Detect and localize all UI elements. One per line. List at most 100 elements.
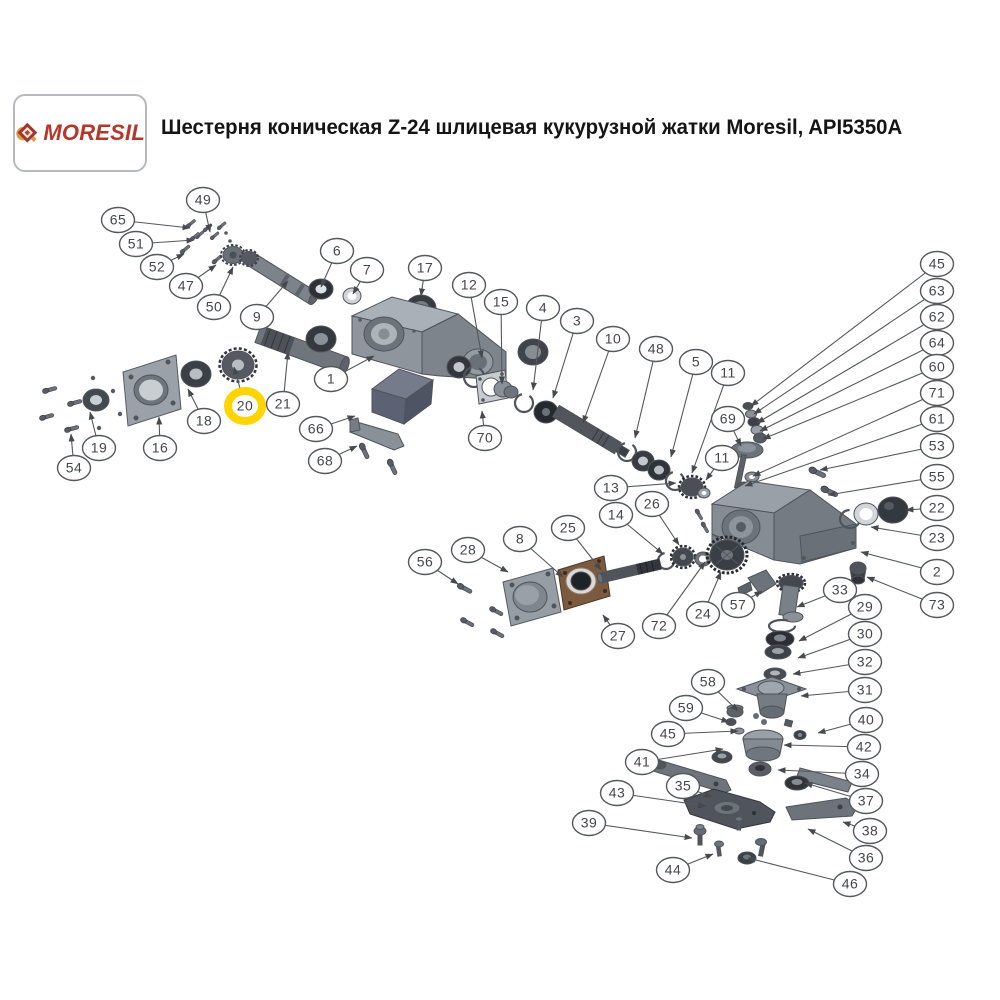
callout-22: 22: [919, 494, 955, 522]
svg-text:54: 54: [66, 460, 83, 476]
cup-hub-42: [742, 729, 784, 762]
callout-56: 56: [407, 548, 443, 576]
seal-11: [647, 459, 671, 481]
svg-text:35: 35: [675, 778, 692, 794]
callout-48-leader: [633, 348, 657, 439]
callout-9: 9: [239, 303, 275, 331]
svg-text:68: 68: [317, 453, 334, 469]
svg-text:21: 21: [275, 396, 292, 412]
svg-text:43: 43: [609, 785, 626, 801]
callout-54: 54: [56, 454, 92, 482]
svg-text:27: 27: [610, 628, 627, 644]
callout-69: 69: [710, 405, 746, 433]
nut-40: [783, 718, 807, 740]
callout-24: 24: [685, 600, 721, 628]
callout-4: 4: [525, 294, 561, 322]
bevel-gear-26: [669, 544, 697, 570]
svg-text:28: 28: [460, 542, 477, 558]
callout-55-leader: [827, 476, 938, 497]
svg-text:69: 69: [720, 411, 737, 427]
input-shaft-8: [596, 558, 663, 584]
svg-text:18: 18: [196, 413, 213, 429]
svg-text:38: 38: [862, 823, 879, 839]
callout-71: 71: [919, 379, 955, 407]
svg-text:3: 3: [573, 313, 581, 329]
svg-text:66: 66: [308, 421, 325, 437]
flange-bolts-left: [38, 375, 123, 434]
seal-ring-housing-left: [305, 325, 337, 353]
svg-text:49: 49: [195, 192, 212, 208]
callout-66: 66: [298, 415, 334, 443]
callout-46-leader: [747, 856, 851, 885]
callout-42: 42: [846, 733, 882, 761]
brand-name: MORESIL: [43, 120, 145, 145]
callout-11: 11: [710, 359, 746, 387]
callout-68: 68: [307, 447, 343, 475]
svg-text:61: 61: [929, 411, 946, 427]
callout-43: 43: [599, 779, 635, 807]
svg-text:51: 51: [128, 236, 145, 252]
callout-51: 51: [118, 230, 154, 258]
page-title: Шестерня коническая Z-24 шлицевая кукуру…: [161, 116, 903, 139]
svg-text:26: 26: [644, 496, 661, 512]
svg-text:47: 47: [178, 278, 195, 294]
svg-text:42: 42: [856, 739, 873, 755]
bracket-57: [737, 569, 777, 597]
hub-15: [493, 380, 519, 399]
callout-14: 14: [598, 501, 634, 529]
blade-carrier-43: [683, 788, 776, 830]
svg-text:31: 31: [857, 682, 874, 698]
callout-13: 13: [593, 474, 629, 502]
bracket-66: [349, 417, 405, 451]
cover-box: [370, 368, 435, 426]
callout-41: 41: [624, 748, 660, 776]
seal-18: [180, 360, 212, 388]
gear-plate-50: [220, 244, 246, 266]
callout-11: 11: [704, 444, 740, 472]
svg-text:34: 34: [854, 766, 871, 782]
svg-text:64: 64: [929, 335, 946, 351]
bolt-39: [693, 824, 707, 846]
callout-63-leader: [753, 290, 938, 415]
callout-10: 10: [595, 325, 631, 353]
svg-text:20: 20: [237, 398, 254, 414]
callout-72: 72: [641, 612, 677, 640]
svg-text:2: 2: [933, 564, 941, 580]
callout-33: 33: [822, 576, 858, 604]
callout-5: 5: [678, 348, 714, 376]
svg-text:71: 71: [929, 385, 946, 401]
callout-64: 64: [919, 329, 955, 357]
callout-60: 60: [919, 353, 955, 381]
callout-3: 3: [559, 307, 595, 335]
callout-1: 1: [313, 365, 349, 393]
callout-30: 30: [847, 620, 883, 648]
gear-shaft-33: [775, 572, 807, 623]
svg-text:52: 52: [149, 259, 166, 275]
svg-text:9: 9: [253, 309, 261, 325]
svg-text:13: 13: [603, 480, 620, 496]
callout-45-leader: [750, 263, 938, 407]
callout-61: 61: [919, 405, 955, 433]
crown-gear-24: [705, 535, 749, 575]
callout-7: 7: [349, 256, 385, 284]
bearing-ring: [764, 644, 792, 660]
callout-47: 47: [168, 272, 204, 300]
callout-8: 8: [502, 525, 538, 553]
cap-46: [737, 838, 767, 865]
callout-12: 12: [451, 271, 487, 299]
svg-text:11: 11: [720, 365, 736, 381]
svg-text:15: 15: [493, 294, 510, 310]
svg-text:11: 11: [714, 450, 730, 466]
callout-17: 17: [407, 254, 443, 282]
svg-text:46: 46: [842, 876, 859, 892]
svg-text:39: 39: [581, 815, 598, 831]
callout-6: 6: [319, 237, 355, 265]
pin-44: [714, 840, 724, 857]
seal-6: [308, 278, 334, 300]
svg-text:24: 24: [695, 606, 712, 622]
callout-4-leader: [530, 307, 544, 391]
callout-73: 73: [919, 591, 955, 619]
callout-57: 57: [720, 591, 756, 619]
svg-text:37: 37: [858, 793, 875, 809]
